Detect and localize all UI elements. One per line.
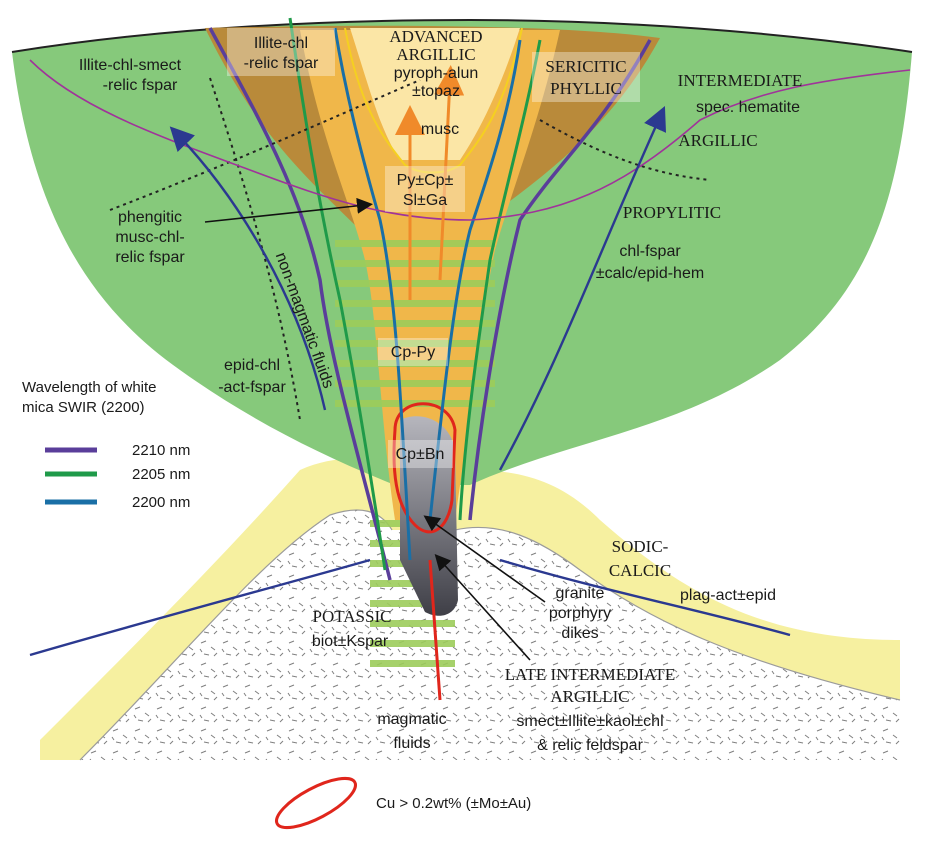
label-box-cpbn — [388, 440, 453, 468]
magmatic-line1: magmatic — [377, 711, 446, 728]
pycp-line1: Py±Cp± — [397, 172, 454, 189]
late-int-line2: ARGILLIC — [550, 687, 629, 706]
swir-2205-line-left — [288, 17, 387, 571]
phengitic-line1: phengitic — [118, 209, 182, 226]
host-rock-boundary — [79, 509, 393, 761]
granite-line3: dikes — [561, 625, 598, 642]
cu-legend-label: Cu > 0.2wt% (±Mo±Au) — [376, 795, 531, 812]
illite-chl-smect-line2: -relic fspar — [103, 77, 178, 94]
epid-chl-line1: epid-chl — [224, 357, 280, 374]
fluid-arrow-left-lower — [29, 558, 371, 657]
vein-stockwork — [335, 235, 495, 420]
swir-2205-line-right — [458, 39, 542, 521]
epid-chl-line2: -act-fspar — [218, 379, 286, 396]
dotted-boundary-right — [539, 119, 711, 181]
label-box-pycp — [385, 166, 465, 212]
swir-2210-line-left — [208, 27, 392, 581]
illite-chl-line2: -relic fspar — [244, 55, 319, 72]
label-box-illite — [227, 28, 335, 76]
illite-chl-smect-line1: Illite-chl-smect — [79, 57, 182, 74]
musc-label: musc — [421, 121, 459, 138]
illite-chl-line1: Illite-chl — [254, 35, 308, 52]
legend-label-2200: 2200 nm — [132, 494, 190, 511]
sericitic-line1: SERICITIC — [545, 57, 626, 76]
pointer-arrow-granite — [423, 515, 546, 603]
adv-argillic-line3: pyroph-alun — [394, 65, 479, 82]
fluid-arrow-left — [169, 126, 327, 411]
fluid-arrow-right — [498, 106, 667, 471]
adv-argillic-line1: ADVANCED — [389, 27, 482, 46]
chl-fspar-line2: ±calc/epid-hem — [596, 265, 704, 282]
swir-2200-line-left — [333, 27, 412, 561]
dotted-boundary-left — [209, 77, 301, 421]
argillic-label: ARGILLIC — [678, 131, 757, 150]
legend-label-2210: 2210 nm — [132, 442, 190, 459]
potassic-label: POTASSIC — [313, 607, 392, 626]
dotted-boundary-left-cross — [109, 79, 421, 211]
sodic-line1: SODIC- — [612, 537, 669, 556]
intermediate-label: INTERMEDIATE — [678, 71, 803, 90]
legend-title-line2: mica SWIR (2200) — [22, 399, 145, 416]
magmatic-feeder — [428, 559, 442, 701]
spec-hematite-label: spec. hematite — [696, 99, 800, 116]
magmatic-arrow-2 — [434, 65, 465, 281]
cpbn-label: Cp±Bn — [396, 446, 445, 463]
pointer-arrow-late-intermediate — [434, 554, 531, 661]
chl-fspar-line1: chl-fspar — [619, 243, 681, 260]
magmatic-line2: fluids — [393, 735, 430, 752]
late-int-line3: smect±Illite±kaol±chl — [516, 713, 663, 730]
legend-title-line1: Wavelength of white — [22, 379, 157, 396]
cu-legend-ellipse — [275, 776, 357, 830]
adv-argillic-line4: ±topaz — [412, 83, 460, 100]
core-outline — [344, 27, 523, 174]
cppy-label: Cp-Py — [391, 344, 435, 361]
pointer-arrow-phengitic — [204, 197, 373, 223]
phengitic-line2: musc-chl- — [115, 229, 184, 246]
swir-2200-line-right — [428, 39, 522, 521]
propylitic-label: PROPYLITIC — [623, 203, 721, 222]
phengitic-line3: relic fspar — [115, 249, 185, 266]
late-int-line1: LATE INTERMEDIATE — [505, 665, 675, 684]
legend-label-2205: 2205 nm — [132, 466, 190, 483]
pycp-line2: Sl±Ga — [403, 192, 447, 209]
label-box-cppy — [378, 338, 448, 366]
swir-2210-line-right — [468, 39, 652, 521]
sericitic-line2: PHYLLIC — [550, 79, 622, 98]
plag-act-label: plag-act±epid — [680, 587, 776, 604]
granite-line1: granite — [556, 585, 605, 602]
granite-line2: porphyry — [549, 605, 611, 622]
cu-grade-outline — [392, 402, 457, 534]
host-rock-zone — [80, 510, 900, 760]
adv-argillic-line2: ARGILLIC — [396, 45, 475, 64]
surface-line — [11, 18, 913, 53]
sodic-line2: CALCIC — [609, 561, 671, 580]
label-box-sericitic — [532, 52, 640, 102]
fluid-arrow-right-lower — [499, 558, 791, 637]
biot-kspar-label: biot±Kspar — [312, 633, 389, 650]
late-int-line4: & relic feldspar — [537, 737, 643, 754]
